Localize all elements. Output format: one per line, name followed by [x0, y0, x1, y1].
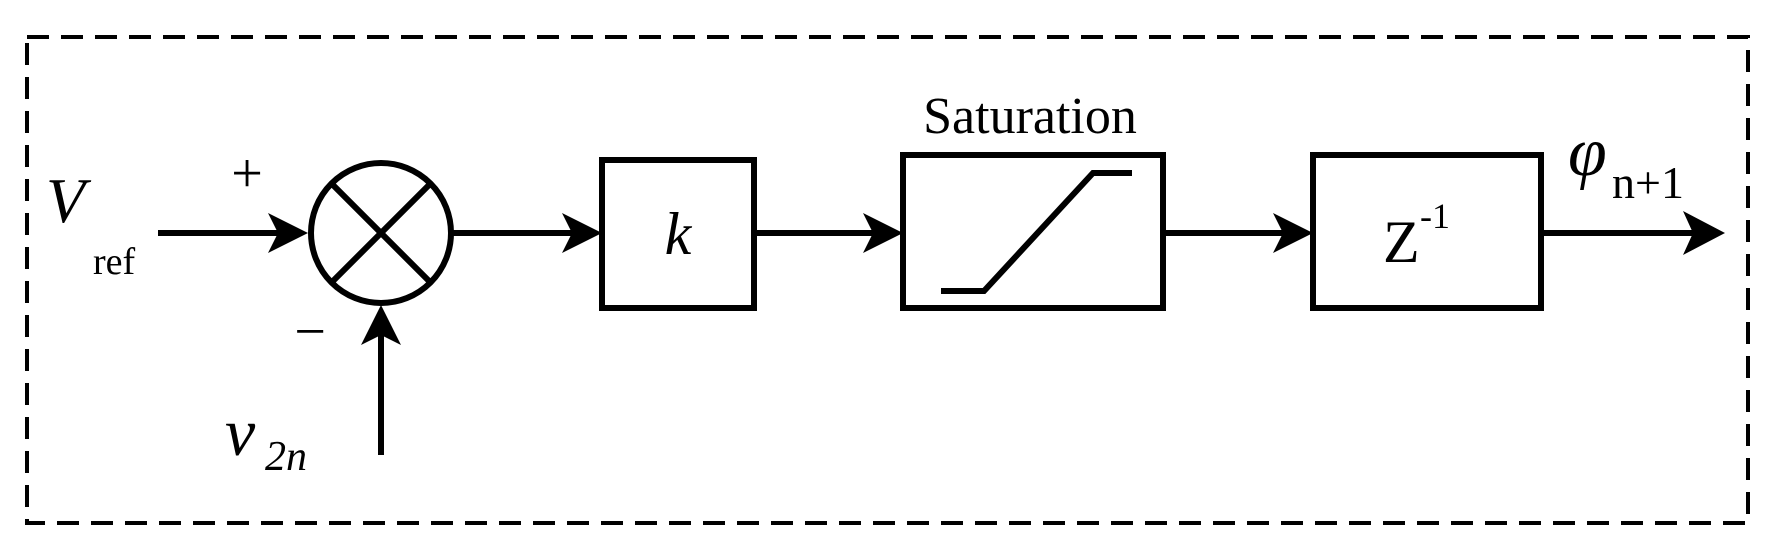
saturation-title: Saturation [923, 88, 1137, 145]
arrowhead-input [268, 213, 308, 253]
arrowhead-feedback [361, 305, 401, 345]
output-symbol: φ [1568, 114, 1607, 191]
gain-label: k [665, 201, 693, 267]
input-label: V ref [46, 165, 136, 283]
output-subscript: n+1 [1612, 157, 1684, 208]
minus-sign: − [294, 301, 326, 363]
arrowhead-delay [1273, 213, 1313, 253]
input-symbol: V [46, 165, 92, 236]
plus-sign: + [231, 143, 263, 205]
summing-junction [308, 160, 454, 306]
arrowhead-output [1683, 211, 1725, 255]
arrowhead-gain [562, 213, 602, 253]
saturation-block [900, 152, 1166, 311]
arrowhead-saturation [863, 213, 903, 253]
delay-exponent: -1 [1420, 196, 1450, 236]
saturation-curve-icon [941, 170, 1132, 294]
delay-base: Z [1383, 209, 1420, 275]
feedback-label: v 2n [225, 394, 307, 480]
output-label: φ n+1 [1568, 114, 1684, 208]
gain-block [599, 157, 757, 311]
feedback-symbol: v [225, 394, 256, 470]
dashed-frame [25, 35, 1750, 525]
input-subscript: ref [93, 241, 136, 283]
feedback-subscript: 2n [265, 434, 307, 480]
